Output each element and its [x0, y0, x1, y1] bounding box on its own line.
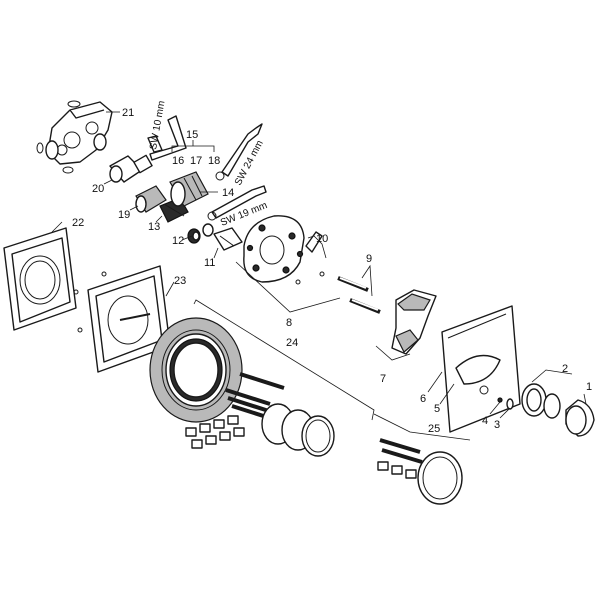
- callout-22: 22: [72, 217, 84, 229]
- callout-14: 14: [222, 187, 234, 199]
- frame-part-23: [73, 265, 171, 373]
- callout-24: 24: [286, 337, 298, 349]
- callout-23: 23: [174, 275, 186, 287]
- long-screws-part-9: [337, 276, 381, 314]
- callout-6: 6: [420, 393, 426, 405]
- cartridge-part-19: [135, 185, 167, 213]
- callout-5: 5: [434, 403, 440, 415]
- leader-lines: [51, 111, 587, 441]
- disk-part-24: [149, 317, 243, 423]
- callout-25: 25: [428, 423, 440, 435]
- cartridge-part-20: [109, 154, 153, 183]
- mounting-plate-part-8: [243, 215, 305, 283]
- knob-part-1: [565, 399, 595, 437]
- callout-21: 21: [122, 107, 134, 119]
- nut-part-12: [187, 223, 214, 244]
- wrench-sw24-tool: SW 24 mm: [215, 123, 266, 188]
- rods-kit-25: [379, 438, 423, 464]
- callout-17: 17: [190, 155, 202, 167]
- wrench-sw24-label: SW 24 mm: [233, 139, 266, 188]
- adapter-part-11: [213, 227, 243, 251]
- callout-19: 19: [118, 209, 130, 221]
- callout-13: 13: [148, 221, 160, 233]
- bracket-part-7: [391, 289, 437, 355]
- valve-body-part: [36, 100, 113, 174]
- sleeves-kit-24: [261, 403, 335, 457]
- callout-7: 7: [380, 373, 386, 385]
- callout-10: 10: [316, 233, 328, 245]
- cover-plate-part-6: [441, 305, 521, 433]
- callout-4: 4: [482, 415, 488, 427]
- sleeve-kit-25: [417, 451, 463, 505]
- callout-9: 9: [366, 253, 372, 265]
- callout-18: 18: [208, 155, 220, 167]
- clips-kit-24: [185, 415, 245, 449]
- ring-part-2: [521, 383, 561, 419]
- callout-2: 2: [562, 363, 568, 375]
- callout-12: 12: [172, 235, 184, 247]
- callout-16: 16: [172, 155, 184, 167]
- callout-11: 11: [204, 257, 215, 269]
- callout-3: 3: [494, 419, 500, 431]
- frame-part-22: [3, 227, 77, 331]
- callout-20: 20: [92, 183, 104, 195]
- clips-kit-25: [377, 461, 417, 479]
- hex-key-label: SW 10 mm: [148, 100, 167, 151]
- callout-8: 8: [286, 317, 292, 329]
- callout-labels: 1 2 3 4 5 6 7 8 9 10 11 12 13 14 15 16 1…: [72, 107, 592, 435]
- callout-15: 15: [186, 129, 198, 141]
- callout-1: 1: [586, 381, 592, 393]
